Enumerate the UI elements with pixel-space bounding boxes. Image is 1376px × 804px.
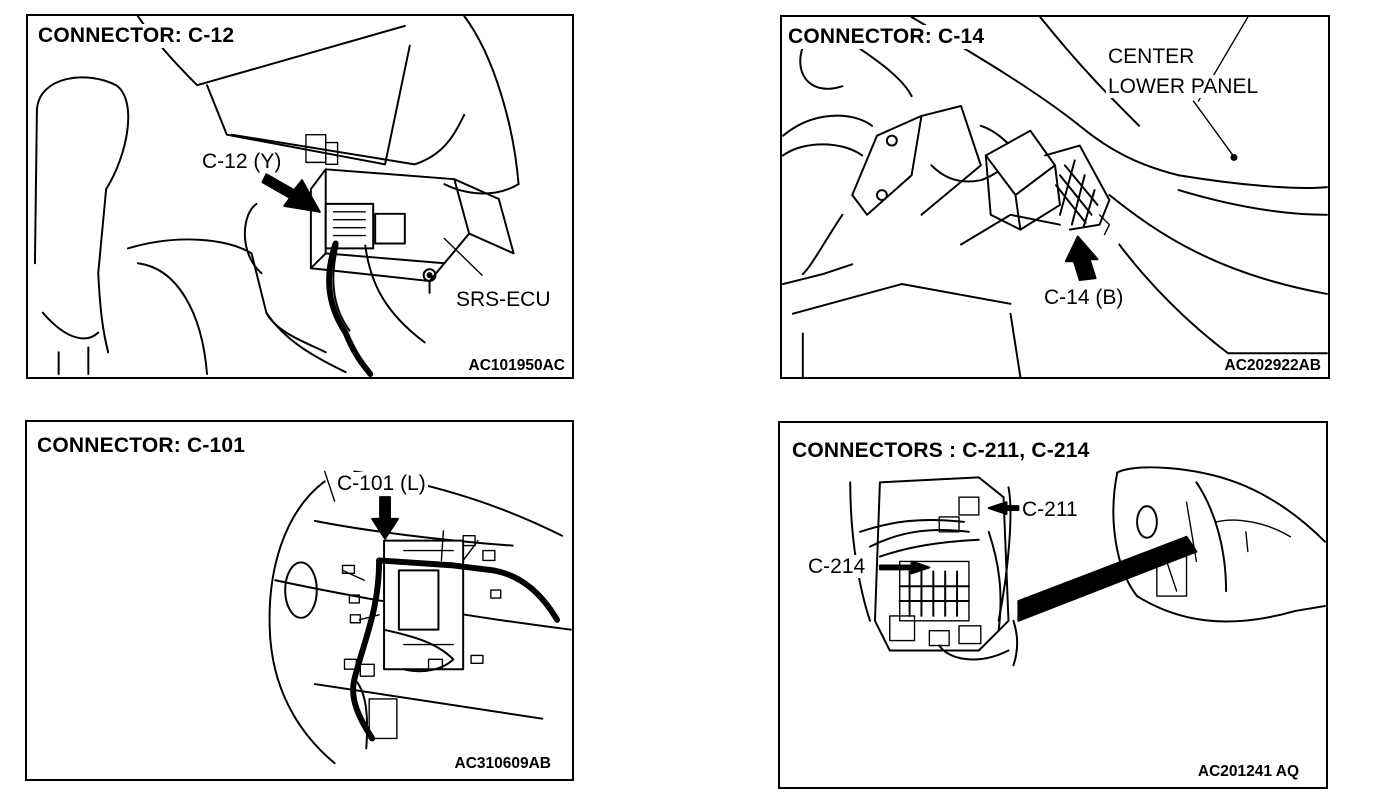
figure-panel-c101: CONNECTOR: C-101 C-101 (L) AC310609AB xyxy=(25,420,574,781)
c101-location-illustration xyxy=(268,470,572,765)
panel-title: CONNECTOR: C-101 xyxy=(35,434,248,458)
figure-panel-c12: CONNECTOR: C-12 C-12 (Y) SRS-ECU AC10195… xyxy=(26,14,574,379)
c12-location-illustration xyxy=(33,16,520,377)
connector-callout-c12: C-12 (Y) xyxy=(200,150,284,174)
component-callout-srs-ecu: SRS-ECU xyxy=(454,288,553,312)
connector-callout-c101: C-101 (L) xyxy=(335,472,428,496)
figure-panel-c14: CONNECTOR: C-14 CENTER LOWER PANEL C-14 … xyxy=(780,15,1330,379)
figure-panel-c211-c214: CONNECTORS : C-211, C-214 C-211 C-214 AC… xyxy=(778,421,1328,789)
component-callout-lower-panel: LOWER PANEL xyxy=(1106,75,1261,99)
c211-c214-location-illustration xyxy=(849,466,1326,667)
figure-code: AC202922AB xyxy=(1223,357,1322,375)
connector-callout-c214: C-214 xyxy=(806,555,868,579)
figure-code: AC201241 AQ xyxy=(1196,763,1300,781)
c14-location-illustration xyxy=(782,17,1328,377)
component-callout-center: CENTER xyxy=(1106,45,1197,69)
figure-code: AC101950AC xyxy=(467,357,566,375)
figure-code: AC310609AB xyxy=(453,755,552,773)
panel-title: CONNECTORS : C-211, C-214 xyxy=(790,439,1092,463)
panel-title: CONNECTOR: C-12 xyxy=(36,24,237,48)
panel-title: CONNECTOR: C-14 xyxy=(786,25,987,49)
connector-callout-c211: C-211 xyxy=(1020,498,1080,522)
connector-callout-c14: C-14 (B) xyxy=(1042,286,1126,310)
